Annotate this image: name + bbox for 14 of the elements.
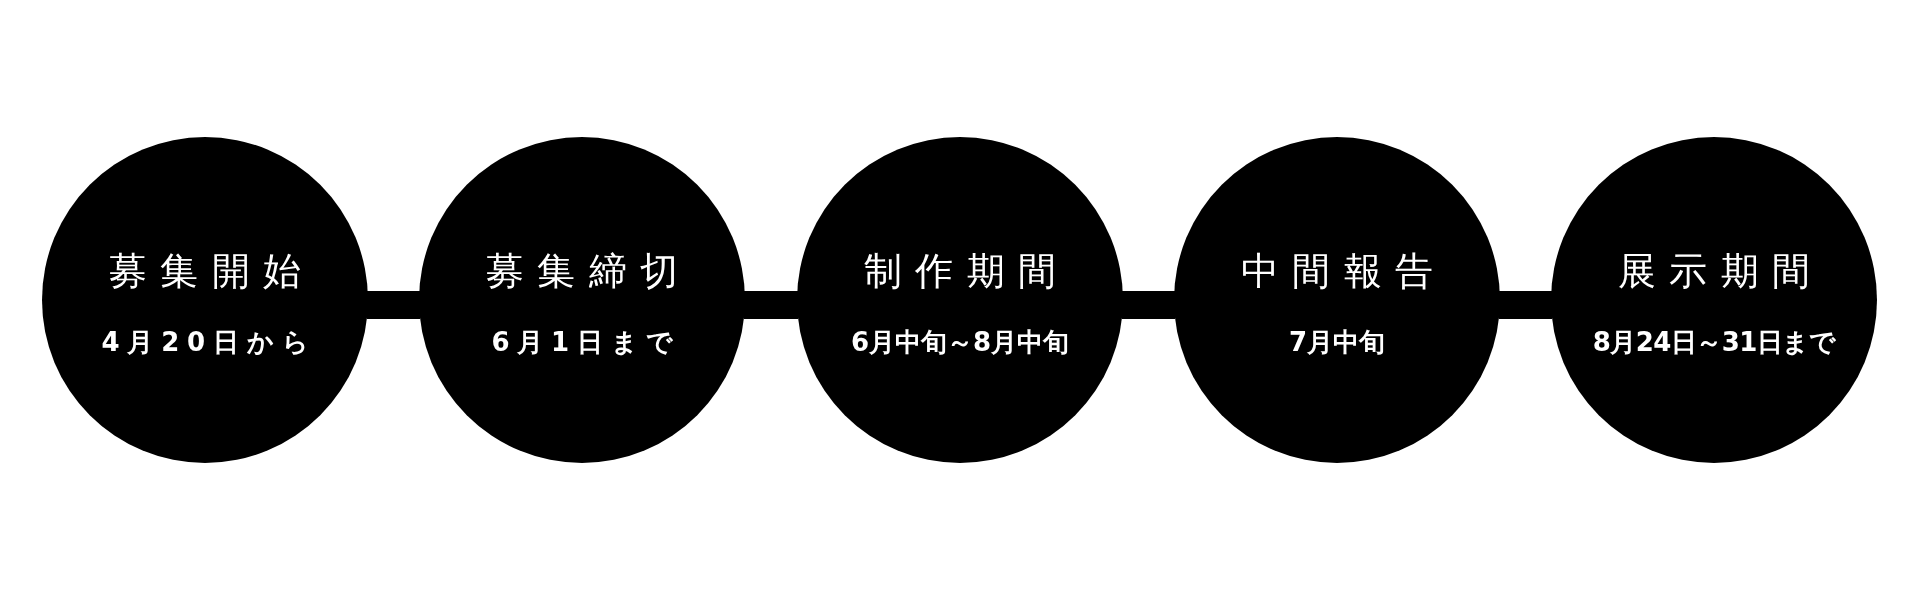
stage-title: 展示期間 (1617, 251, 1824, 293)
stage-title: 中間報告 (1240, 251, 1447, 293)
stage-date: 8月24日～31日まで (1592, 327, 1836, 357)
stage-title: 制作期間 (863, 251, 1070, 293)
stage-title: 募集開始 (108, 251, 315, 293)
connector-bar (1498, 291, 1553, 319)
connector-bar (366, 291, 421, 319)
stage-date: 4月20日から (100, 327, 317, 357)
connector-bar (1121, 291, 1176, 319)
stage-title: 募集締切 (485, 251, 692, 293)
stage-date: 6月中旬～8月中旬 (850, 327, 1070, 357)
connector-bar (743, 291, 799, 319)
stage-date: 7月中旬 (1288, 327, 1386, 357)
stage-date: 6月1日まで (490, 327, 681, 357)
